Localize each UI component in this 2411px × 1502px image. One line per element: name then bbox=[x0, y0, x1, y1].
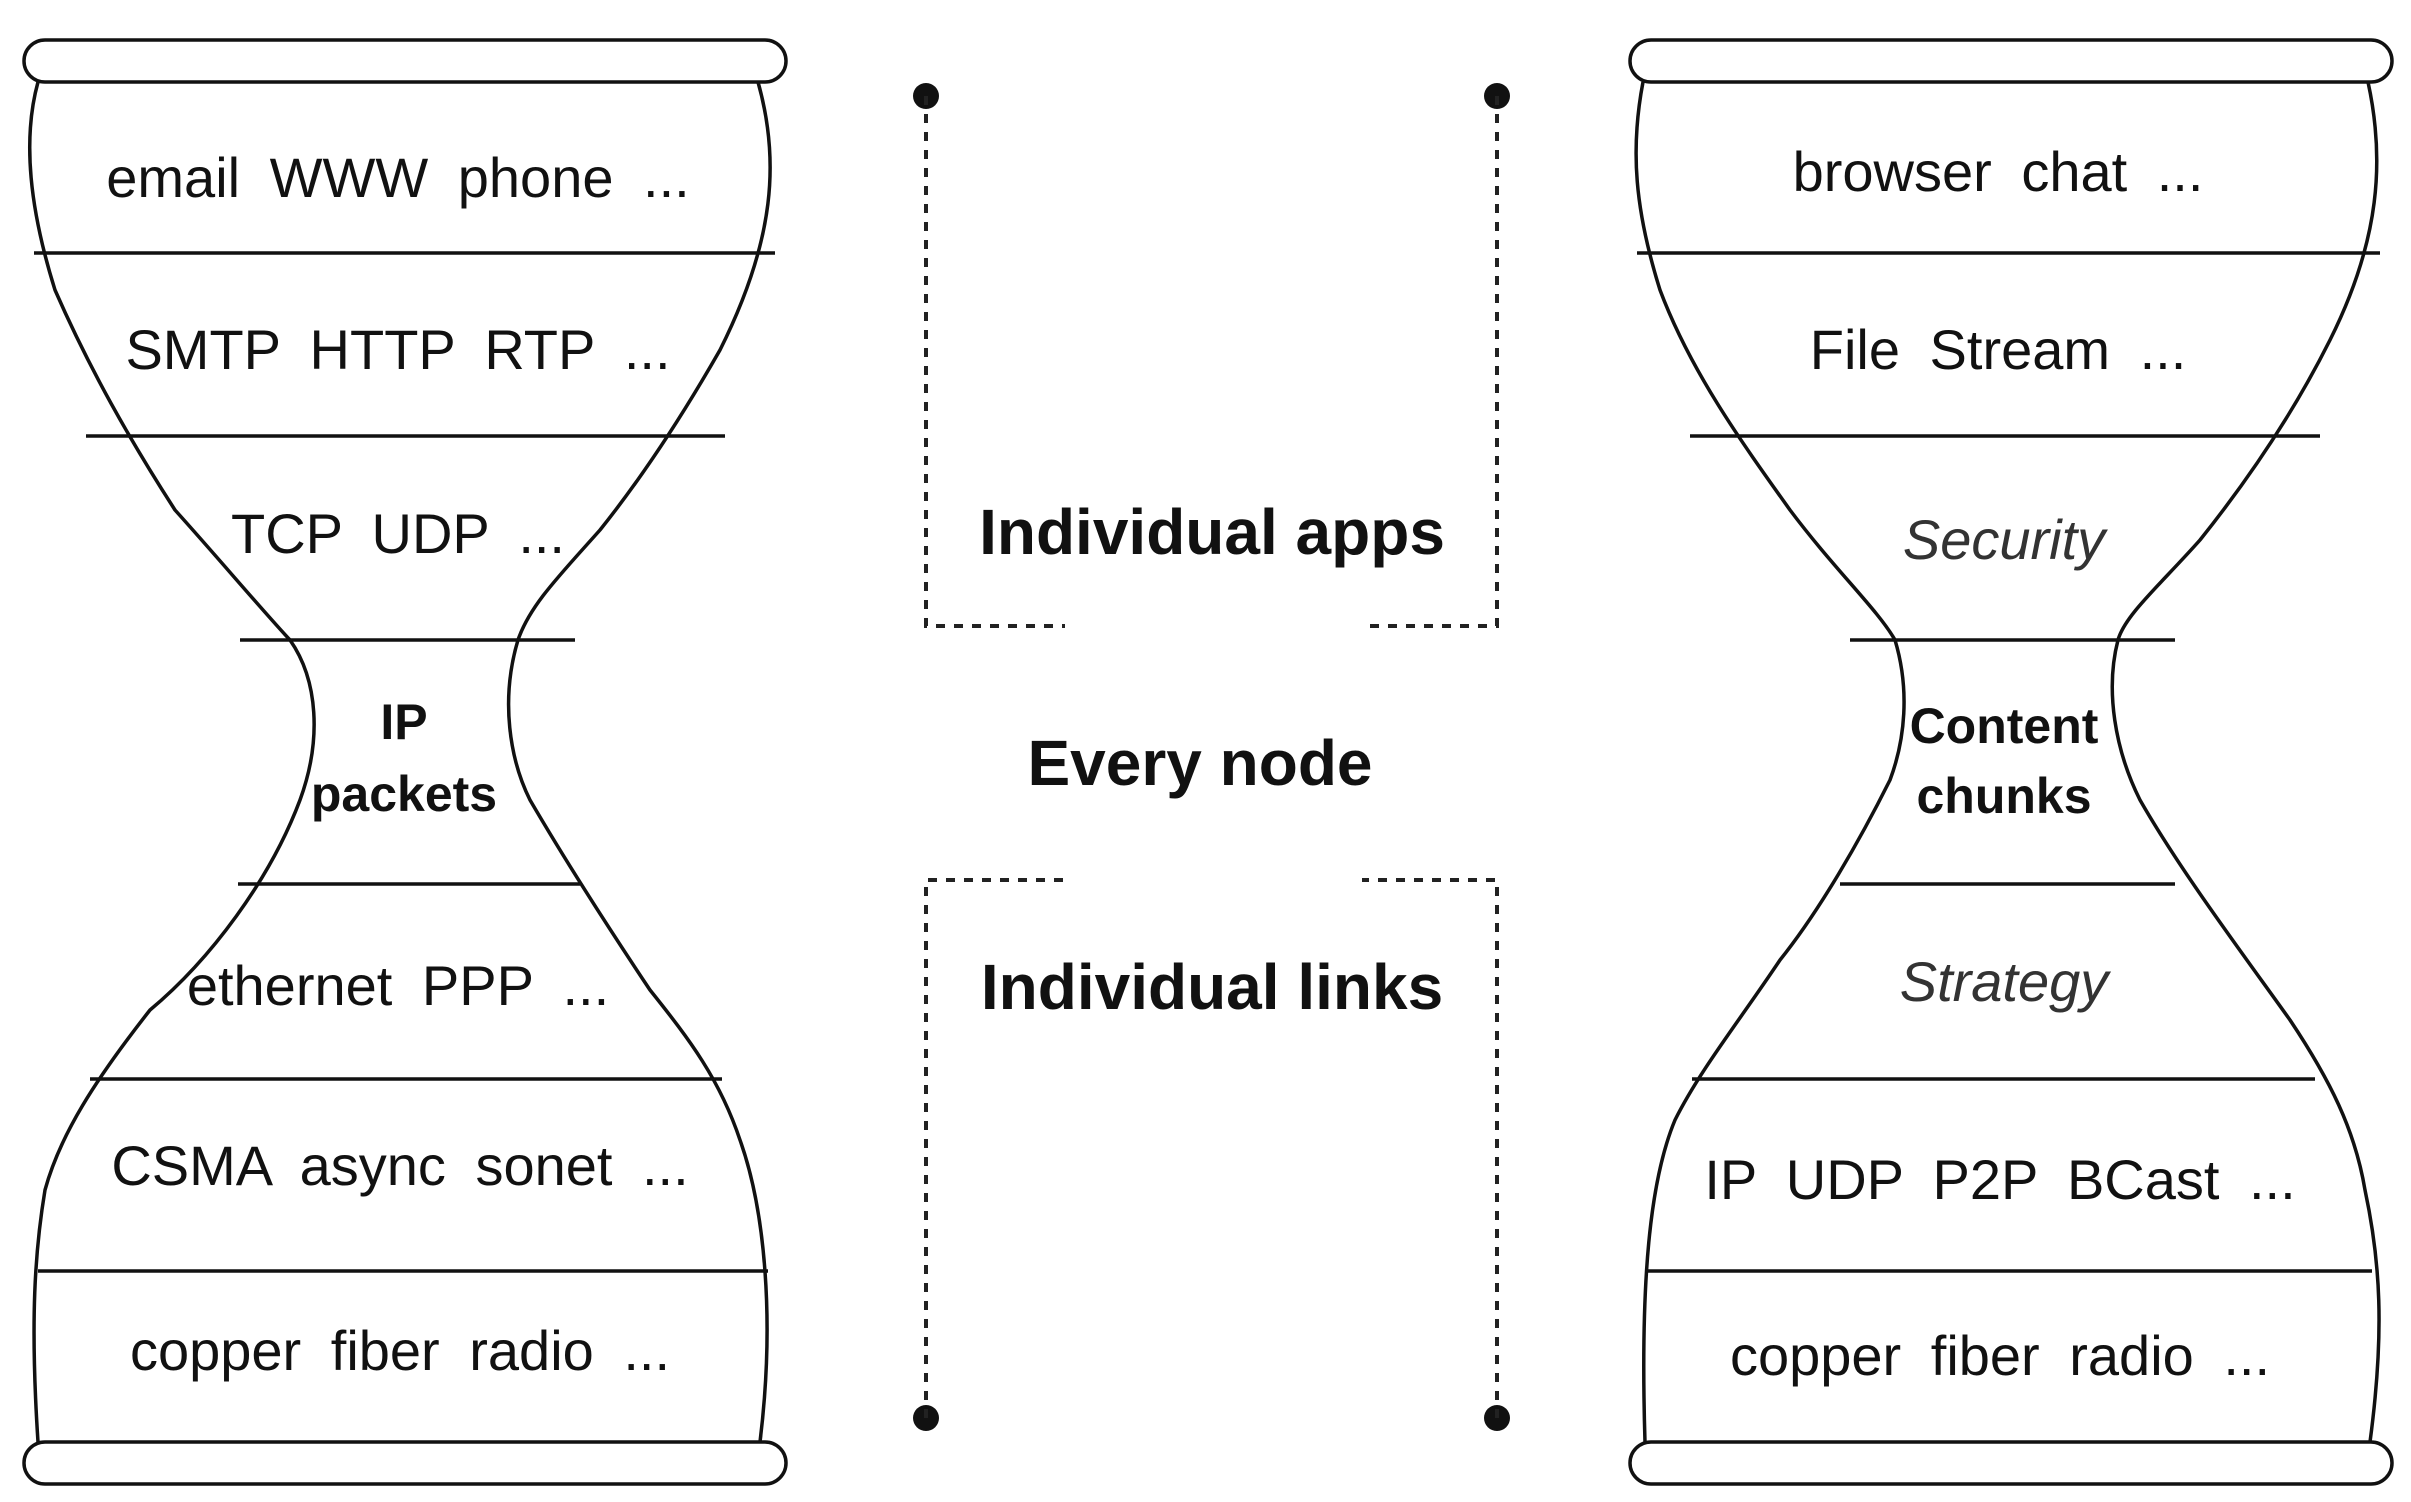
top-left-bracket bbox=[924, 96, 1065, 628]
left-waist-line1: IP bbox=[380, 694, 427, 750]
right-layer-applications: browser chat ... bbox=[1793, 140, 2204, 203]
left-layer-transport: TCP UDP ... bbox=[231, 502, 565, 565]
left-top-cap bbox=[22, 38, 788, 84]
left-layer-applications: email WWW phone ... bbox=[106, 146, 689, 209]
right-layer-transfer: File Stream ... bbox=[1810, 318, 2187, 381]
right-layer-physical: copper fiber radio ... bbox=[1730, 1324, 2270, 1387]
every-node-label: Every node bbox=[1027, 727, 1372, 799]
left-layer-app-protocols: SMTP HTTP RTP ... bbox=[125, 318, 670, 381]
individual-links-label: Individual links bbox=[981, 951, 1443, 1023]
right-hourglass: browser chat ... File Stream ... Securit… bbox=[1628, 38, 2394, 1486]
left-waist-line2: packets bbox=[311, 766, 497, 822]
right-top-cap bbox=[1628, 38, 2394, 84]
left-layer-link: ethernet PPP ... bbox=[187, 954, 609, 1017]
right-outline-left bbox=[1634, 81, 1906, 1443]
right-bottom-cap bbox=[1628, 1440, 2394, 1486]
left-hourglass: email WWW phone ... SMTP HTTP RTP ... TC… bbox=[22, 38, 788, 1486]
right-layer-network: IP UDP P2P BCast ... bbox=[1704, 1148, 2295, 1211]
right-waist-line1: Content bbox=[1910, 698, 2099, 754]
individual-apps-label: Individual apps bbox=[979, 496, 1445, 568]
right-waist-line2: chunks bbox=[1916, 768, 2091, 824]
right-layer-strategy: Strategy bbox=[1900, 950, 2112, 1013]
center-brackets: Individual apps Every node Individual li… bbox=[913, 83, 1510, 1431]
bottom-left-bracket bbox=[924, 878, 1065, 1418]
left-outline-right bbox=[506, 81, 772, 1443]
left-layer-physical: copper fiber radio ... bbox=[130, 1319, 670, 1382]
left-bottom-cap bbox=[22, 1440, 788, 1486]
left-layer-access: CSMA async sonet ... bbox=[111, 1134, 688, 1197]
right-outline-right bbox=[2110, 81, 2381, 1443]
top-right-bracket bbox=[1362, 96, 1499, 628]
right-layer-security: Security bbox=[1903, 508, 2108, 571]
left-outline-left bbox=[27, 81, 316, 1443]
